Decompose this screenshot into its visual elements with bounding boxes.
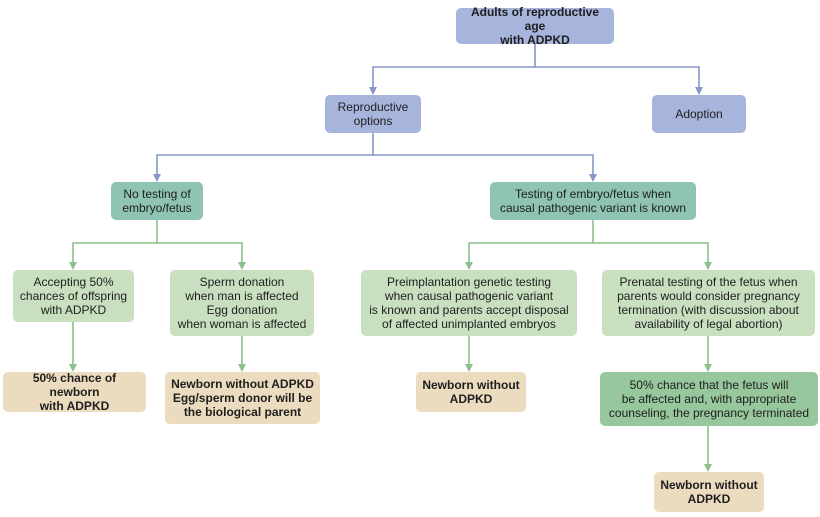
reproductive-options-text: Reproductive options (337, 100, 409, 128)
connector-no-testing-to-accepting (69, 220, 158, 270)
adoption-node: Adoption (652, 95, 746, 133)
connector-root-to-options (369, 44, 536, 95)
outcome-donor-node: Newborn without ADPKD Egg/sperm donor wi… (165, 372, 320, 424)
prenatal-text: Prenatal testing of the fetus when paren… (617, 275, 800, 331)
reproductive-options-node: Reproductive options (325, 95, 421, 133)
donation-text: Sperm donation when man is affected Egg … (177, 275, 307, 331)
root-node: Adults of reproductive age with ADPKD (456, 5, 614, 47)
connector-options-to-testing (373, 154, 597, 182)
outcome-50-text: 50% chance of newborn with ADPKD (32, 371, 117, 413)
testing-text: Testing of embryo/fetus when causal path… (499, 187, 687, 215)
outcome-prenatal-node: Newborn without ADPKD (654, 472, 764, 512)
outcome-pgt-node: Newborn without ADPKD (416, 372, 526, 412)
connector-options-to-no-testing (153, 133, 374, 182)
outcome-donor-text: Newborn without ADPKD Egg/sperm donor wi… (171, 377, 314, 419)
no-testing-text: No testing of embryo/fetus (122, 187, 192, 215)
outcome-prenatal-text: Newborn without ADPKD (660, 478, 758, 506)
pgt-text: Preimplantation genetic testing when cau… (369, 275, 569, 331)
fetus-affected-node: 50% chance that the fetus will be affect… (600, 372, 818, 426)
root-node-text: Adults of reproductive age with ADPKD (470, 5, 599, 47)
fetus-affected-text: 50% chance that the fetus will be affect… (608, 378, 810, 420)
adoption-text: Adoption (675, 107, 723, 121)
connector-testing-to-pgt (465, 220, 594, 270)
outcome-50-node: 50% chance of newborn with ADPKD (3, 371, 146, 413)
outcome-pgt-text: Newborn without ADPKD (422, 378, 520, 406)
connector-no-testing-to-donation (157, 242, 246, 270)
testing-node: Testing of embryo/fetus when causal path… (490, 182, 696, 220)
accepting-text: Accepting 50% chances of offspring with … (19, 275, 128, 317)
connector-testing-to-prenatal (593, 242, 712, 270)
prenatal-node: Prenatal testing of the fetus when paren… (602, 270, 815, 336)
connector-root-to-adoption (535, 66, 703, 95)
donation-node: Sperm donation when man is affected Egg … (170, 270, 314, 336)
pgt-node: Preimplantation genetic testing when cau… (361, 270, 577, 336)
accepting-node: Accepting 50% chances of offspring with … (13, 270, 134, 322)
no-testing-node: No testing of embryo/fetus (111, 182, 203, 220)
